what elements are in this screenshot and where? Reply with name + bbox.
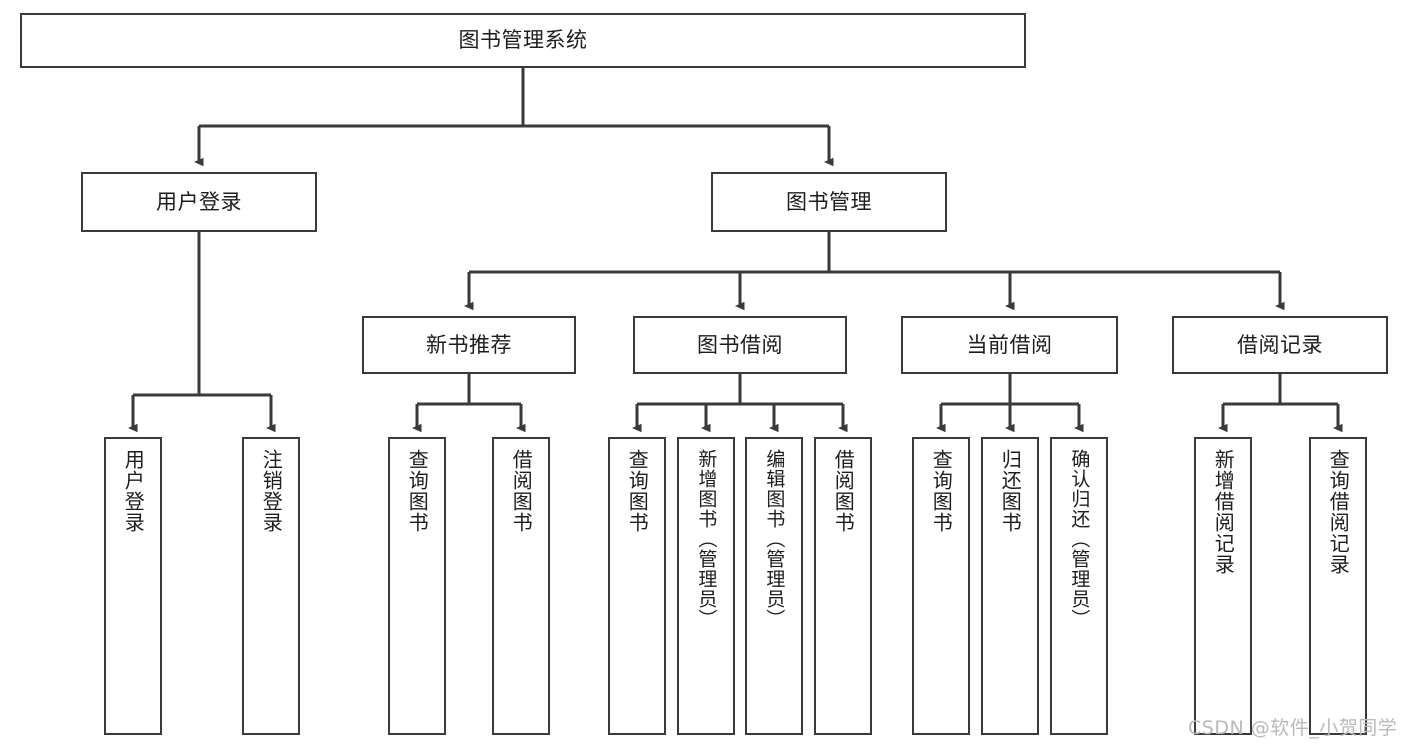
node-label: 编辑图书（管理员）	[763, 449, 786, 629]
node-label: 借阅图书	[831, 449, 856, 533]
node-label: 新增借阅记录	[1211, 449, 1236, 575]
leaf-recommend-query-book[interactable]: 查询图书	[388, 437, 446, 735]
leaf-borrow-add-book-admin[interactable]: 新增图书（管理员）	[677, 437, 735, 735]
leaf-current-query-book[interactable]: 查询图书	[912, 437, 970, 735]
leaf-record-add-borrow-record[interactable]: 新增借阅记录	[1194, 437, 1252, 735]
node-current-borrow[interactable]: 当前借阅	[901, 316, 1118, 374]
node-label: 注销登录	[259, 449, 284, 533]
leaf-borrow-edit-book-admin[interactable]: 编辑图书（管理员）	[745, 437, 803, 735]
node-label: 新增图书（管理员）	[695, 449, 718, 629]
node-label: 确认归还（管理员）	[1068, 449, 1091, 629]
node-label: 图书管理系统	[458, 28, 588, 53]
leaf-current-return-book[interactable]: 归还图书	[981, 437, 1039, 735]
node-label: 查询图书	[405, 449, 430, 533]
node-new-book-recommend[interactable]: 新书推荐	[362, 316, 576, 374]
node-label: 当前借阅	[966, 332, 1053, 357]
node-label: 图书管理	[786, 189, 872, 214]
leaf-borrow-borrow-book[interactable]: 借阅图书	[814, 437, 872, 735]
leaf-recommend-borrow-book[interactable]: 借阅图书	[492, 437, 550, 735]
leaf-borrow-query-book[interactable]: 查询图书	[608, 437, 666, 735]
node-label: 归还图书	[998, 449, 1023, 533]
leaf-user-login-signout[interactable]: 注销登录	[242, 437, 300, 735]
csdn-watermark: CSDN @软件_小贺同学	[1188, 717, 1398, 739]
node-label: 查询图书	[625, 449, 650, 533]
node-label: 查询借阅记录	[1326, 449, 1351, 575]
leaf-record-query-borrow-record[interactable]: 查询借阅记录	[1309, 437, 1367, 735]
node-label: 用户登录	[121, 449, 146, 533]
node-book-management[interactable]: 图书管理	[711, 172, 947, 232]
leaf-current-confirm-return-admin[interactable]: 确认归还（管理员）	[1050, 437, 1108, 735]
node-borrow-record[interactable]: 借阅记录	[1172, 316, 1388, 374]
node-label: 用户登录	[156, 189, 242, 214]
node-label: 新书推荐	[426, 332, 512, 357]
node-user-login[interactable]: 用户登录	[81, 172, 317, 232]
node-root-library-system[interactable]: 图书管理系统	[20, 13, 1026, 68]
node-book-borrow[interactable]: 图书借阅	[633, 316, 847, 374]
node-label: 图书借阅	[697, 332, 783, 357]
node-label: 借阅记录	[1237, 332, 1323, 357]
node-label: 借阅图书	[509, 449, 534, 533]
leaf-user-login-signin[interactable]: 用户登录	[104, 437, 162, 735]
node-label: 查询图书	[929, 449, 954, 533]
